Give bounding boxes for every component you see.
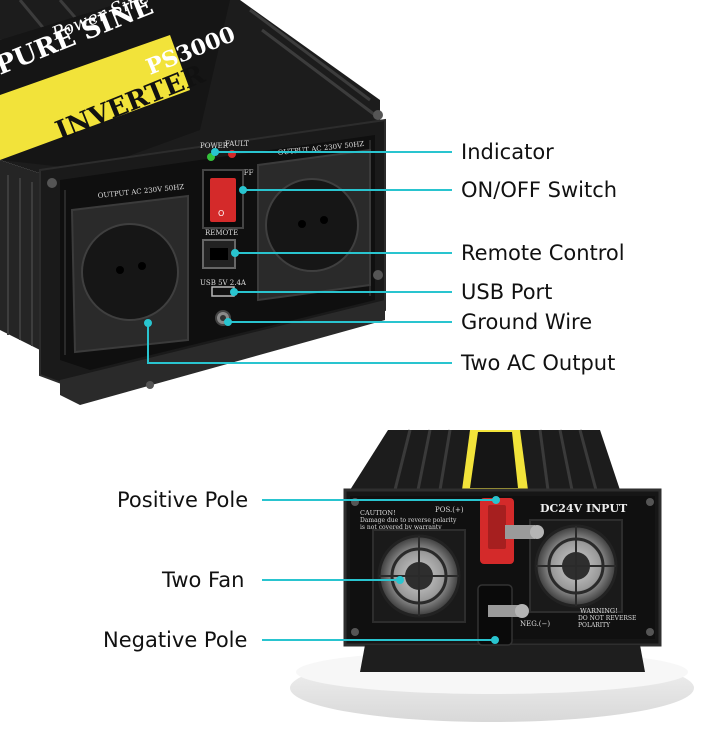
warning-line-2: POLARITY (578, 622, 611, 629)
input-label: DC24V INPUT (540, 502, 628, 515)
neg-label: NEG.(−) (520, 620, 550, 628)
callout-ground-wire: Ground Wire (461, 310, 593, 334)
leader-lines-top (144, 148, 452, 364)
positive-terminal (480, 498, 544, 564)
remote-label: REMOTE (205, 229, 238, 237)
negative-terminal (477, 584, 529, 646)
fan-left (372, 529, 466, 623)
usb-label: USB 5V 2.4A (200, 279, 247, 287)
caution-title: CAUTION! (360, 509, 396, 517)
switch-off-label: OFF (238, 169, 254, 177)
warning-title: WARNING! (580, 607, 618, 615)
led-power-label: POWER (200, 142, 229, 150)
caution-line-1: Damage due to reverse polarity (360, 517, 457, 524)
callout-usb-port: USB Port (461, 280, 553, 304)
callout-positive-pole: Positive Pole (117, 488, 249, 512)
callout-indicator: Indicator (461, 140, 554, 164)
callout-on-off-switch: ON/OFF Switch (461, 178, 618, 202)
caution-line-2: is not covered by warranty (360, 524, 442, 531)
pos-label: POS.(+) (435, 506, 464, 514)
top-inverter: Power Sine PS3000 PURE SINE INVERTER OUT… (0, 0, 386, 405)
led-fault-label: FAULT (225, 140, 249, 148)
callout-negative-pole: Negative Pole (103, 628, 248, 652)
power-switch-rocker (210, 178, 236, 222)
callout-remote-control: Remote Control (461, 241, 625, 265)
callout-two-ac-output: Two AC Output (461, 351, 616, 375)
warning-line-1: DO NOT REVERSE (578, 615, 636, 622)
leader-lines-bottom (262, 496, 500, 644)
bottom-inverter: CAUTION! Damage due to reverse polarity … (290, 429, 694, 722)
svg-text:O: O (218, 209, 224, 218)
callout-two-fan: Two Fan (162, 568, 245, 592)
fan-right (529, 519, 623, 613)
